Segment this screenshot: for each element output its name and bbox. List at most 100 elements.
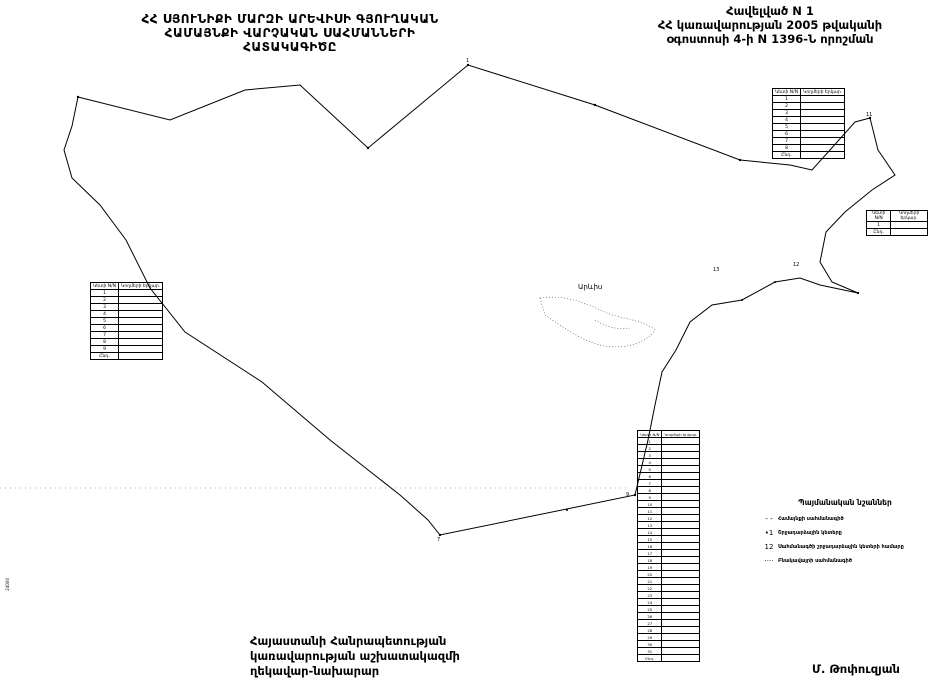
- length-cell: [661, 591, 701, 599]
- table-row: 8: [89, 338, 164, 346]
- total-label: Ընդ.: [636, 654, 663, 662]
- point-label: 7: [437, 537, 441, 543]
- point-no: 15: [636, 535, 663, 543]
- header-length: Կողմերի երկար.: [800, 88, 846, 96]
- annex-line-1: Հավելված N 1: [726, 4, 814, 18]
- table-row: 8: [636, 486, 701, 494]
- table-row: 18: [636, 556, 701, 564]
- table-row: 5: [771, 123, 846, 131]
- legend-label: Շրջադարձային կետերը: [778, 530, 842, 536]
- table-row: 23: [636, 591, 701, 599]
- length-cell: [118, 338, 164, 346]
- header-point-no: Կետի N/N: [771, 88, 802, 96]
- total-row: Ընդ.: [771, 151, 846, 159]
- length-cell: [661, 486, 701, 494]
- length-cell: [661, 577, 701, 585]
- table-row: 8: [771, 144, 846, 152]
- boundary-vertices: [76, 63, 872, 537]
- table-row: 9: [89, 345, 164, 353]
- point-no: 17: [636, 549, 663, 557]
- table-row: 3: [771, 109, 846, 117]
- point-no: 8: [89, 338, 120, 346]
- length-cell: [661, 549, 701, 557]
- point-no: 23: [636, 591, 663, 599]
- table-row: 25: [636, 605, 701, 613]
- table-row: 24: [636, 598, 701, 606]
- table-row: 12: [636, 514, 701, 522]
- point-no: 5: [89, 317, 120, 325]
- legend-label: Բնակավայրի սահմանագիծ: [778, 558, 852, 564]
- length-cell: [661, 612, 701, 620]
- legend-item: ···· Բնակավայրի սահմանագիծ: [760, 557, 928, 565]
- legend-label: Սահմանագծի շրջադարձային կետերի համարը: [778, 544, 904, 550]
- legend-label: Համայնքի սահմանագիծ: [778, 516, 844, 522]
- length-cell: [800, 137, 846, 145]
- legend-symbol: ····: [764, 557, 774, 565]
- title-line-2: ՀԱՄԱՅՆՔԻ ՎԱՐՉԱԿԱՆ ՍԱՀՄԱՆՆԵՐԻ: [164, 26, 416, 40]
- table-row: 9: [636, 493, 701, 501]
- legend-symbol: 12: [764, 543, 774, 551]
- title-line-3: ՀԱՏԱԿԱԳԻԾԸ: [243, 40, 337, 54]
- point-no: 9: [636, 493, 663, 501]
- length-cell: [661, 570, 701, 578]
- table-row: 29: [636, 633, 701, 641]
- point-no: 30: [636, 640, 663, 648]
- length-cell: [800, 116, 846, 124]
- point-no: 1: [771, 95, 802, 103]
- village-label: Արևիս: [578, 283, 603, 291]
- length-cell: [118, 317, 164, 325]
- point-no: 11: [636, 507, 663, 515]
- length-cell: [661, 598, 701, 606]
- length-cell: [661, 458, 701, 466]
- table-row: 7: [89, 331, 164, 339]
- length-cell: [661, 465, 701, 473]
- header-length: Կողմերի երկար.: [890, 210, 928, 222]
- point-no: 8: [771, 144, 802, 152]
- point-no: 7: [771, 137, 802, 145]
- point-no: 10: [636, 500, 663, 508]
- length-cell: [118, 331, 164, 339]
- length-cell: [661, 444, 701, 452]
- table-row: 17: [636, 549, 701, 557]
- point-label: 12: [793, 262, 800, 268]
- table-row: 28: [636, 626, 701, 634]
- table-row: 27: [636, 619, 701, 627]
- point-no: 28: [636, 626, 663, 634]
- point-label: 9: [626, 492, 630, 498]
- point-no: 1: [89, 289, 120, 297]
- point-no: 2: [771, 102, 802, 110]
- length-cell: [661, 619, 701, 627]
- length-cell: [661, 542, 701, 550]
- point-no: 3: [89, 303, 120, 311]
- length-cell: [661, 479, 701, 487]
- signatory-name: Մ. Թոփուզյան: [812, 662, 900, 676]
- length-cell: [118, 296, 164, 304]
- length-cell: [661, 493, 701, 501]
- length-cell: [800, 109, 846, 117]
- length-cell: [661, 437, 701, 445]
- table-row: 2: [636, 444, 701, 452]
- map-legend: Պայմանական նշաններ - -Համայնքի սահմանագի…: [760, 498, 928, 571]
- table-row: 21: [636, 577, 701, 585]
- table-row: 5: [636, 465, 701, 473]
- title-line-1: ՀՀ ՍՅՈՒՆԻՔԻ ՄԱՐԶԻ ԱՐԵՎԻՍԻ ԳՅՈՒՂԱԿԱՆ: [141, 12, 439, 26]
- point-no: 24: [636, 598, 663, 606]
- table-row: 4: [771, 116, 846, 124]
- point-no: 18: [636, 556, 663, 564]
- length-cell: [118, 310, 164, 318]
- length-cell: [661, 521, 701, 529]
- total-cell: [118, 352, 164, 360]
- table-row: 31: [636, 647, 701, 655]
- point-no: 1: [636, 437, 663, 445]
- length-cell: [661, 472, 701, 480]
- total-row: Ընդ.: [89, 352, 164, 360]
- community-boundary-line: [63, 64, 896, 536]
- annex-line-3: օգոստոսի 4-ի N 1396-Ն որոշման: [666, 32, 874, 46]
- point-no: 14: [636, 528, 663, 536]
- point-no: 21: [636, 577, 663, 585]
- point-no: 5: [636, 465, 663, 473]
- table-row: 6: [771, 130, 846, 138]
